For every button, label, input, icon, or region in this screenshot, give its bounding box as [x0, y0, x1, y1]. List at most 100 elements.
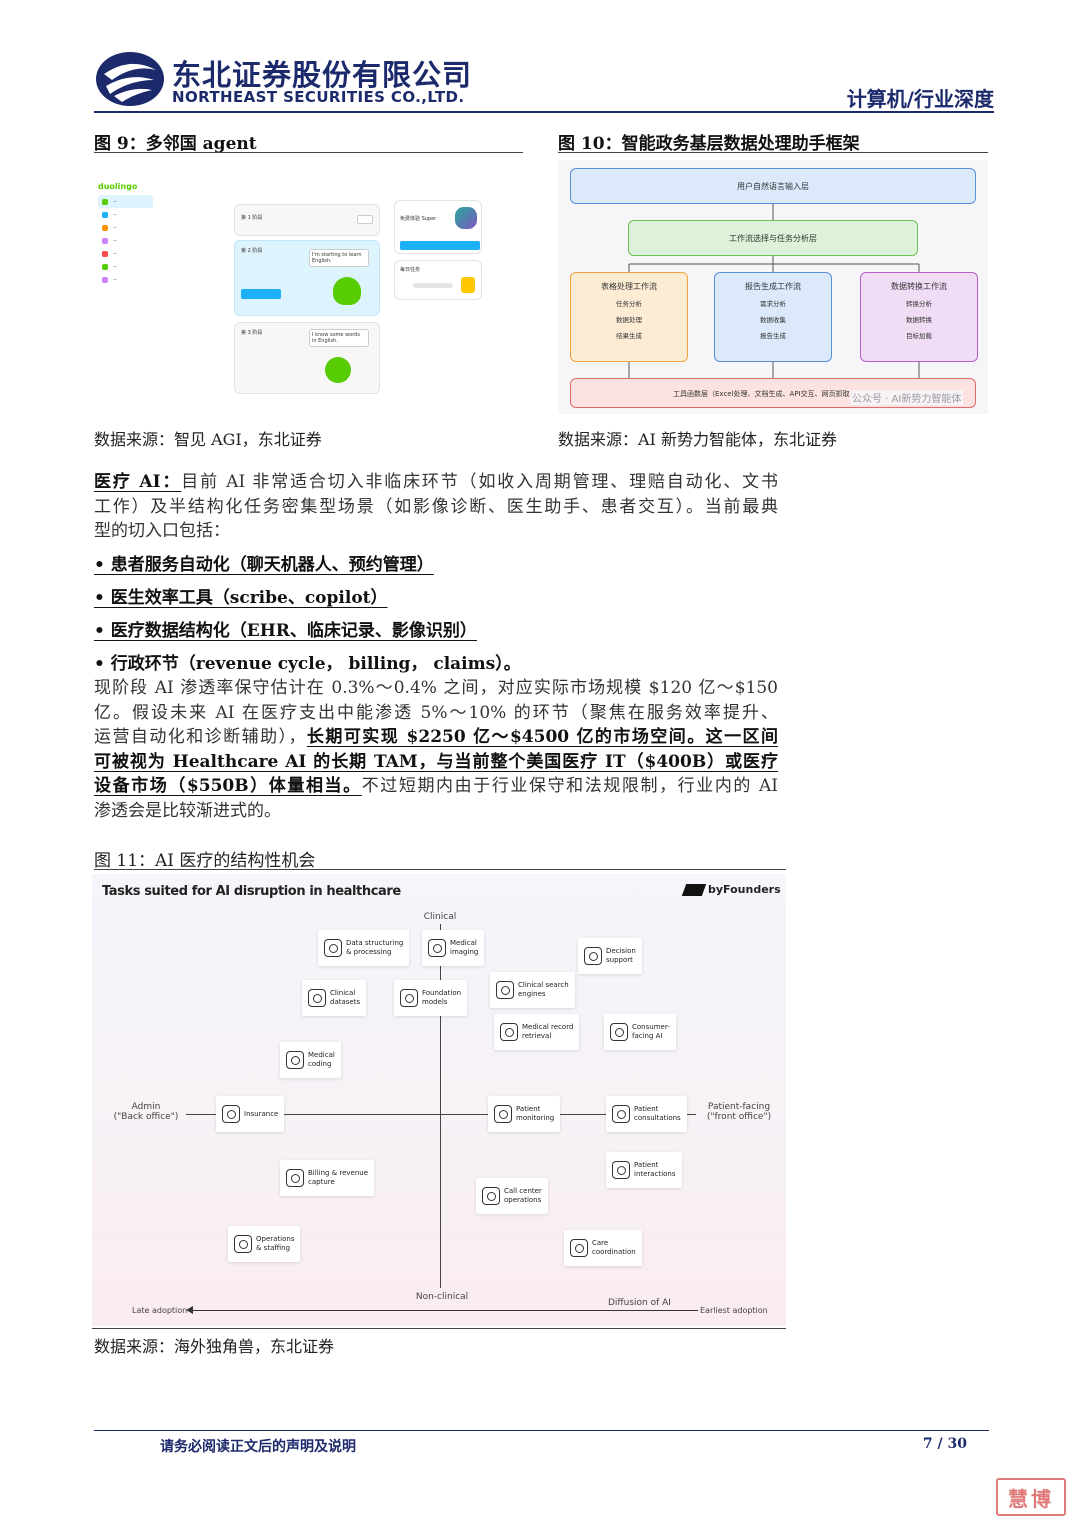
fig10-input-layer-label: 用户自然语言输入层: [737, 182, 809, 191]
fig11-task-tile: Call center operations: [476, 1178, 548, 1214]
fig11-task-tile: Consumer- facing AI: [604, 1014, 676, 1050]
fig11-brand: byFounders: [681, 883, 781, 896]
duo-bubble-1: I'm starting to learn English.: [309, 249, 369, 267]
operations-staffing-icon: [234, 1235, 252, 1253]
duo-progress-bar: [413, 283, 453, 288]
medical-imaging-icon: [428, 939, 446, 957]
call-center-icon: [482, 1187, 500, 1205]
intro-paragraph: 医疗 AI：目前 AI 非常适合切入非临床环节（如收入周期管理、理赔自动化、文书…: [94, 470, 778, 544]
fig11-task-label: Care coordination: [592, 1239, 636, 1256]
fig11-adoption-arrowhead: [186, 1306, 193, 1314]
intro-line: 工作）及半结构化任务密集型场景（如影像诊断、医生助手、患者交互）。当前最典: [94, 496, 778, 517]
duo-stage1-card: 第 1 阶段: [234, 204, 380, 236]
data-structuring-icon: [324, 939, 342, 957]
fig11-axis-left: Admin ("Back office"): [113, 1102, 179, 1122]
duo-bubble-2: I know some words in English.: [309, 329, 369, 347]
duo-start-button: [241, 289, 281, 299]
fig11-healthcare-ai-quadrant: Tasks suited for AI disruption in health…: [92, 874, 786, 1326]
duo-stage3-card: 第 3 阶段 I know some words in English.: [234, 322, 380, 394]
page-number: 7 / 30: [922, 1436, 967, 1452]
fig11-title-rule: [94, 869, 786, 870]
fig11-task-tile: Decision support: [578, 938, 642, 974]
fig11-brand-name: byFounders: [708, 883, 781, 896]
fig11-task-label: Medical coding: [308, 1051, 335, 1068]
fig11-task-label: Call center operations: [504, 1187, 542, 1204]
footer-disclaimer: 请务必阅读正文后的声明及说明: [160, 1439, 356, 1455]
tam-line: 不过短期内由于行业保守和法规限制，行业内的 AI: [361, 776, 778, 797]
fig11-task-tile: Operations & staffing: [228, 1226, 301, 1262]
fig11-task-label: Insurance: [244, 1109, 279, 1118]
duo-chest-icon: [461, 277, 475, 293]
clinical-search-icon: [496, 981, 514, 999]
insurance-icon: [222, 1105, 240, 1123]
fig11-title: 图 11：AI 医疗的结构性机会: [94, 851, 316, 871]
fig11-task-label: Billing & revenue capture: [308, 1169, 369, 1186]
fig10-column-item: 数据转换: [906, 316, 932, 324]
duo-super-label: 免费体验 Super: [400, 216, 437, 222]
tam-emphasis: 长期可实现 $2250 亿～$4500 亿的市场空间。这一区间: [306, 727, 778, 748]
duo-stage3-label: 第 3 阶段: [241, 330, 263, 336]
fig11-task-label: Patient interactions: [634, 1161, 676, 1178]
bullet-item: • 患者服务自动化（聊天机器人、预约管理）: [94, 555, 434, 575]
fig10-title: 图 10：智能政务基层数据处理助手框架: [558, 134, 860, 154]
fig10-column-item: 任务分析: [616, 300, 642, 308]
fig10-column-item: 报告生成: [760, 332, 786, 340]
fig10-tools-layer-label: 工具函数层（Excel处理、文档生成、API交互、网页抓取）: [673, 390, 857, 398]
byfounders-logo-icon: [681, 883, 707, 896]
fig11-task-label: Consumer- facing AI: [632, 1023, 670, 1040]
fig11-task-tile: Patient consultations: [606, 1096, 687, 1132]
fig9-title-rule: [94, 152, 523, 153]
care-coordination-icon: [570, 1239, 588, 1257]
fig9-title: 图 9：多邻国 agent: [94, 134, 257, 154]
fig10-column-item: 数据处理: [616, 316, 642, 324]
fig11-task-label: Operations & staffing: [256, 1235, 295, 1252]
duo-nav-item: —: [98, 260, 153, 273]
duo-owl-mascot: [333, 277, 361, 305]
stamp-watermark: 慧博: [996, 1478, 1066, 1516]
tam-line: 现阶段 AI 渗透率保守估计在 0.3%～0.4% 之间，对应实际市场规模 $1…: [94, 678, 778, 698]
bullet-item: • 医疗数据结构化（EHR、临床记录、影像识别）: [94, 621, 477, 641]
fig11-task-label: Clinical search engines: [518, 981, 569, 998]
duo-daily-card: 每日任务: [394, 260, 482, 300]
fig11-task-tile: Clinical search engines: [490, 972, 575, 1008]
intro-label: 医疗 AI：: [94, 472, 182, 492]
duo-stage2-label: 第 2 阶段: [241, 248, 263, 254]
fig11-task-tile: Clinical datasets: [302, 980, 367, 1016]
fig10-column-title: 报告生成工作流: [745, 282, 801, 291]
fig11-bottom-rule: [92, 1328, 786, 1329]
clinical-datasets-icon: [308, 989, 326, 1007]
tam-line: 渗透会是比较渐进式的。: [94, 800, 281, 821]
fig10-column-item: 结果生成: [616, 332, 642, 340]
medical-record-icon: [500, 1023, 518, 1041]
footer-divider: [94, 1430, 989, 1431]
stamp-text: 慧博: [1008, 1486, 1054, 1511]
duo-nav-item: —: [98, 221, 153, 234]
duo-nav-item: —: [98, 208, 153, 221]
fig11-task-tile: Care coordination: [564, 1230, 642, 1266]
fig11-horizontal-axis: [186, 1114, 696, 1115]
duo-super-button: [400, 241, 480, 250]
fig10-column: 表格处理工作流 任务分析 数据处理 结果生成: [570, 272, 688, 362]
fig10-framework-diagram: 用户自然语言输入层 工作流选择与任务分析层 表格处理工作流 任务分析 数据处理 …: [558, 160, 988, 414]
patient-interactions-icon: [612, 1161, 630, 1179]
duo-super-card: 免费体验 Super: [394, 200, 482, 254]
billing-icon: [286, 1169, 304, 1187]
company-name-cn: 东北证券股份有限公司: [172, 58, 473, 92]
duo-stage1-label: 第 1 阶段: [241, 215, 263, 221]
decision-support-icon: [584, 947, 602, 965]
fig11-task-label: Foundation models: [422, 989, 462, 1006]
fig9-source: 数据来源：智见 AGI，东北证券: [94, 430, 322, 449]
fig11-task-label: Medical imaging: [450, 939, 479, 956]
duo-daily-label: 每日任务: [400, 267, 421, 273]
fig10-column-title: 表格处理工作流: [601, 282, 657, 291]
duo-nav-item: —: [98, 273, 153, 286]
duo-stage1-button: [357, 215, 373, 224]
header-divider: [94, 111, 994, 113]
fig11-task-tile: Patient interactions: [606, 1152, 682, 1188]
fig11-vertical-axis: [440, 924, 441, 1288]
fig11-task-tile: Medical record retrieval: [494, 1014, 580, 1050]
duo-owl-mascot: [325, 357, 351, 383]
fig11-task-label: Clinical datasets: [330, 989, 361, 1006]
fig11-axis-top: Clinical: [423, 912, 457, 922]
bullet-item: • 医生效率工具（scribe、copilot）: [94, 588, 388, 608]
